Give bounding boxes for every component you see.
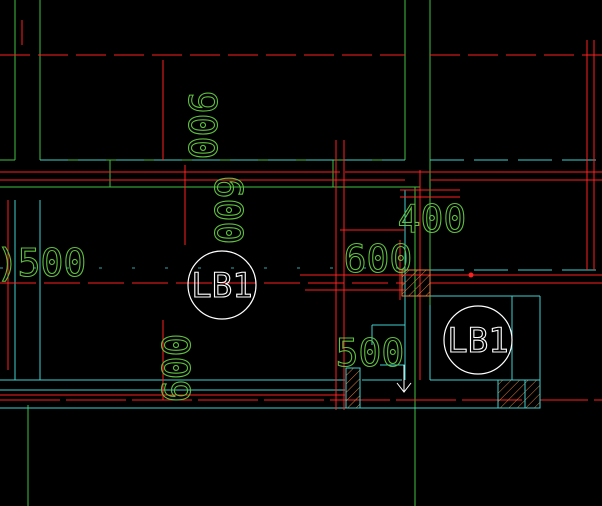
slab-tag-left: LB1 <box>187 250 257 320</box>
dimension-500-left: 500 <box>18 241 87 285</box>
slab-tag-right: LB1 <box>443 305 513 375</box>
column-hatches <box>345 269 541 409</box>
dimension-400: 400 <box>398 197 467 241</box>
slab-label-left: LB1 <box>191 266 252 306</box>
dimension-600-mid: 600 <box>344 237 413 281</box>
dimension-500-right: 500 <box>336 331 405 375</box>
drop-arrow-icon <box>396 365 412 393</box>
dimension-900: 900 <box>180 91 224 160</box>
slab-label-right: LB1 <box>447 321 508 361</box>
svg-text:): ) <box>0 241 19 285</box>
column-hatch-center <box>401 269 431 297</box>
column-hatch-bottom-left <box>345 367 361 409</box>
dimension-600-bottom: 600 <box>155 334 199 403</box>
axis-lines <box>0 159 602 409</box>
reference-point-icon <box>468 272 474 278</box>
dimension-600-top: 600 <box>206 176 250 245</box>
